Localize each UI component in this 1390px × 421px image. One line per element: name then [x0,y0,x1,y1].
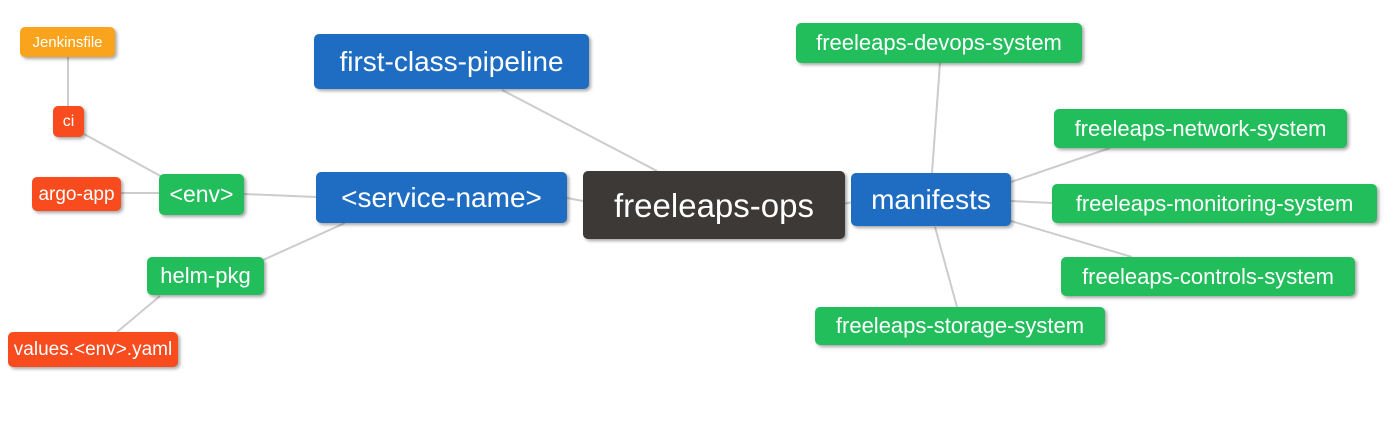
node-ci[interactable]: ci [53,106,84,137]
node-jenkinsfile[interactable]: Jenkinsfile [20,27,115,57]
edge-manifests-to-freeleaps-monitoring-system [1010,200,1053,204]
node-freeleaps-monitoring-system[interactable]: freeleaps-monitoring-system [1052,184,1377,223]
edge-ci-to-env [83,133,167,180]
node-freeleaps-devops-system[interactable]: freeleaps-devops-system [796,23,1082,63]
node-manifests[interactable]: manifests [851,173,1011,226]
edge-manifests-to-freeleaps-devops-system [931,62,941,174]
node-service-name[interactable]: <service-name> [316,172,567,223]
edge-manifests-to-freeleaps-controls-system [1010,220,1133,258]
node-freeleaps-controls-system[interactable]: freeleaps-controls-system [1061,257,1355,296]
node-helm-pkg[interactable]: helm-pkg [147,257,264,295]
edge-service-name-to-freeleaps-ops [566,197,584,202]
edge-manifests-to-freeleaps-storage-system [934,226,958,308]
node-freeleaps-storage-system[interactable]: freeleaps-storage-system [815,307,1105,345]
edge-first-class-pipeline-to-freeleaps-ops [501,89,658,172]
edge-helm-pkg-to-values-env-yaml [116,295,161,333]
node-first-class-pipeline[interactable]: first-class-pipeline [314,34,589,89]
node-freeleaps-network-system[interactable]: freeleaps-network-system [1054,109,1347,148]
node-values-env-yaml[interactable]: values.<env>.yaml [8,332,178,367]
edge-manifests-to-freeleaps-network-system [1010,147,1111,183]
node-freeleaps-ops[interactable]: freeleaps-ops [583,171,845,239]
node-env[interactable]: <env> [159,174,244,215]
edge-service-name-to-helm-pkg [262,222,346,261]
node-argo-app[interactable]: argo-app [32,177,121,211]
edge-env-to-service-name [243,193,317,198]
